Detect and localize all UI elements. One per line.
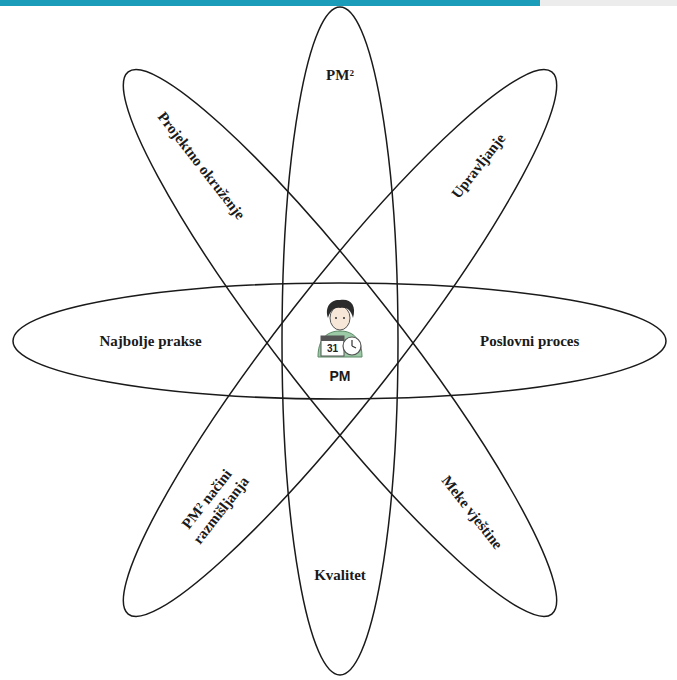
orbit-label: Najbolje prakse	[100, 332, 202, 350]
orbit-label: PM²	[326, 66, 354, 84]
orbit-label: Projektno okruženje	[154, 108, 249, 223]
header-bar	[0, 0, 540, 6]
orbit-label: Kvalitet	[314, 566, 366, 584]
orbit-label: Meke vještine	[438, 472, 507, 553]
orbit-label: Upravljanje	[447, 130, 509, 202]
orbit-label: Poslovni proces	[480, 332, 579, 350]
project-manager-icon	[318, 300, 362, 357]
center-label: PM	[330, 368, 351, 384]
header-bar-end	[540, 0, 677, 6]
ellipse-orbit: PM² Kvalitet	[281, 6, 399, 676]
orbit-label: PM² načini razmišljanja	[166, 450, 262, 559]
calendar-day: 31	[327, 343, 338, 354]
